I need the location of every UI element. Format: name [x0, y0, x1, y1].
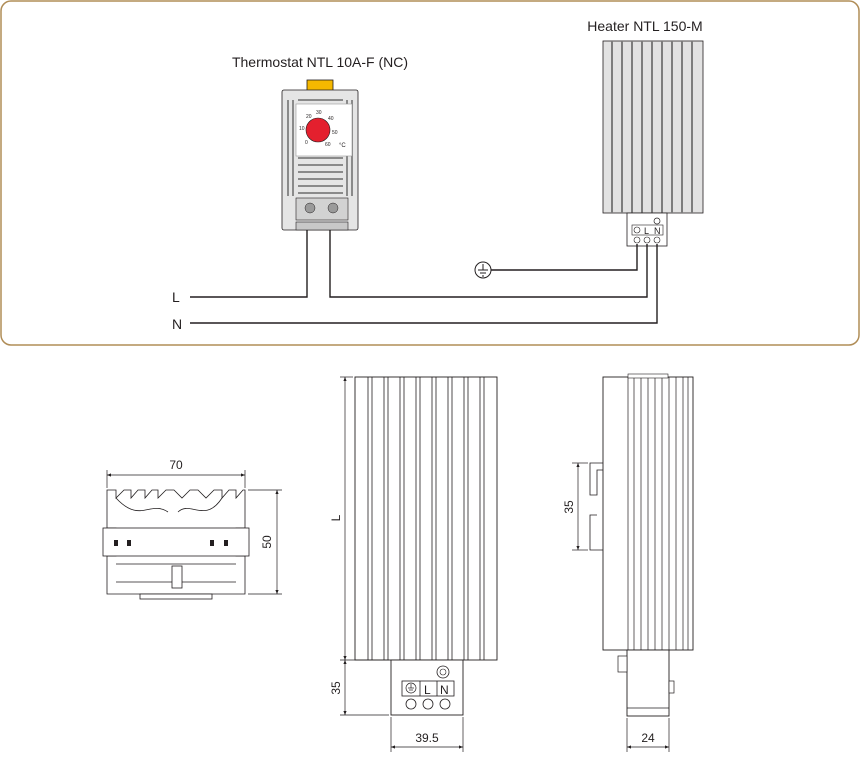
- heater-side-view: L N: [354, 376, 498, 716]
- heater-small: L N: [602, 40, 704, 247]
- wires: [190, 230, 658, 324]
- line-label-L: L: [172, 289, 180, 305]
- side-screw-2: [422, 698, 434, 710]
- thermostat-base: [295, 221, 349, 231]
- side-body: [354, 376, 498, 661]
- heater-terminal-labels: [631, 224, 664, 236]
- dial-label-0: 0: [305, 140, 308, 146]
- dim-label-35-clip: 35: [562, 500, 576, 514]
- heater-ground-mark: [633, 226, 641, 234]
- wire-thermostat-to-heater: [329, 230, 648, 298]
- heater-screw-3: [653, 236, 661, 244]
- profile-clip: [171, 565, 183, 589]
- side-screw-1: [405, 698, 417, 710]
- dial-label-60: 60: [325, 142, 331, 148]
- din-clip: [589, 462, 603, 496]
- side-screw-3: [439, 698, 451, 710]
- dial-label-50: 50: [332, 130, 338, 136]
- side-ground-icon: [405, 682, 417, 694]
- dial-label-20: 20: [306, 114, 312, 120]
- heater-screw-1: [633, 236, 641, 244]
- profile-rail: [139, 593, 213, 600]
- profile-outline: [106, 489, 246, 595]
- dim-label-70: 70: [169, 458, 183, 472]
- dial-unit: °C: [339, 143, 346, 149]
- dim-label-24: 24: [641, 731, 655, 745]
- front-profile-view: [102, 489, 250, 600]
- ground-icon: [474, 261, 492, 279]
- dial-label-30: 30: [316, 110, 322, 116]
- wiring-panel-frame: [0, 0, 860, 346]
- heater-screw-2: [643, 236, 651, 244]
- wire-N: [190, 244, 658, 324]
- line-label-N: N: [172, 316, 182, 332]
- thermostat-title: Thermostat NTL 10A-F (NC): [232, 54, 408, 70]
- dim-label-35-terminal: 35: [329, 681, 343, 695]
- thermostat-screw-2: [327, 202, 339, 214]
- profile-terminal-box: [626, 649, 670, 717]
- side-terminal-L: L: [424, 683, 431, 697]
- wire-ground: [491, 244, 638, 271]
- dim-label-50: 50: [260, 535, 274, 549]
- heater-terminal-N: N: [654, 226, 661, 236]
- heater-top-screw: [653, 217, 661, 225]
- heater-terminal-L: L: [644, 226, 649, 236]
- thermostat: 20 30 40 50 60 10 0 °C: [281, 79, 359, 231]
- profile-top-cap: [627, 373, 669, 379]
- wire-L-to-thermostat: [190, 230, 308, 298]
- side-terminal-N: N: [440, 683, 449, 697]
- thermostat-dial: [305, 117, 331, 143]
- side-top-screw: [436, 665, 450, 679]
- dim-label-L: L: [329, 514, 343, 521]
- dial-label-10: 10: [299, 126, 305, 132]
- dim-label-39-5: 39.5: [415, 731, 439, 745]
- dial-label-40: 40: [328, 116, 334, 122]
- heater-profile-view: [589, 373, 694, 717]
- heater-title: Heater NTL 150-M: [587, 18, 702, 34]
- thermostat-terminal-block: [295, 197, 349, 221]
- thermostat-screw-1: [304, 202, 316, 214]
